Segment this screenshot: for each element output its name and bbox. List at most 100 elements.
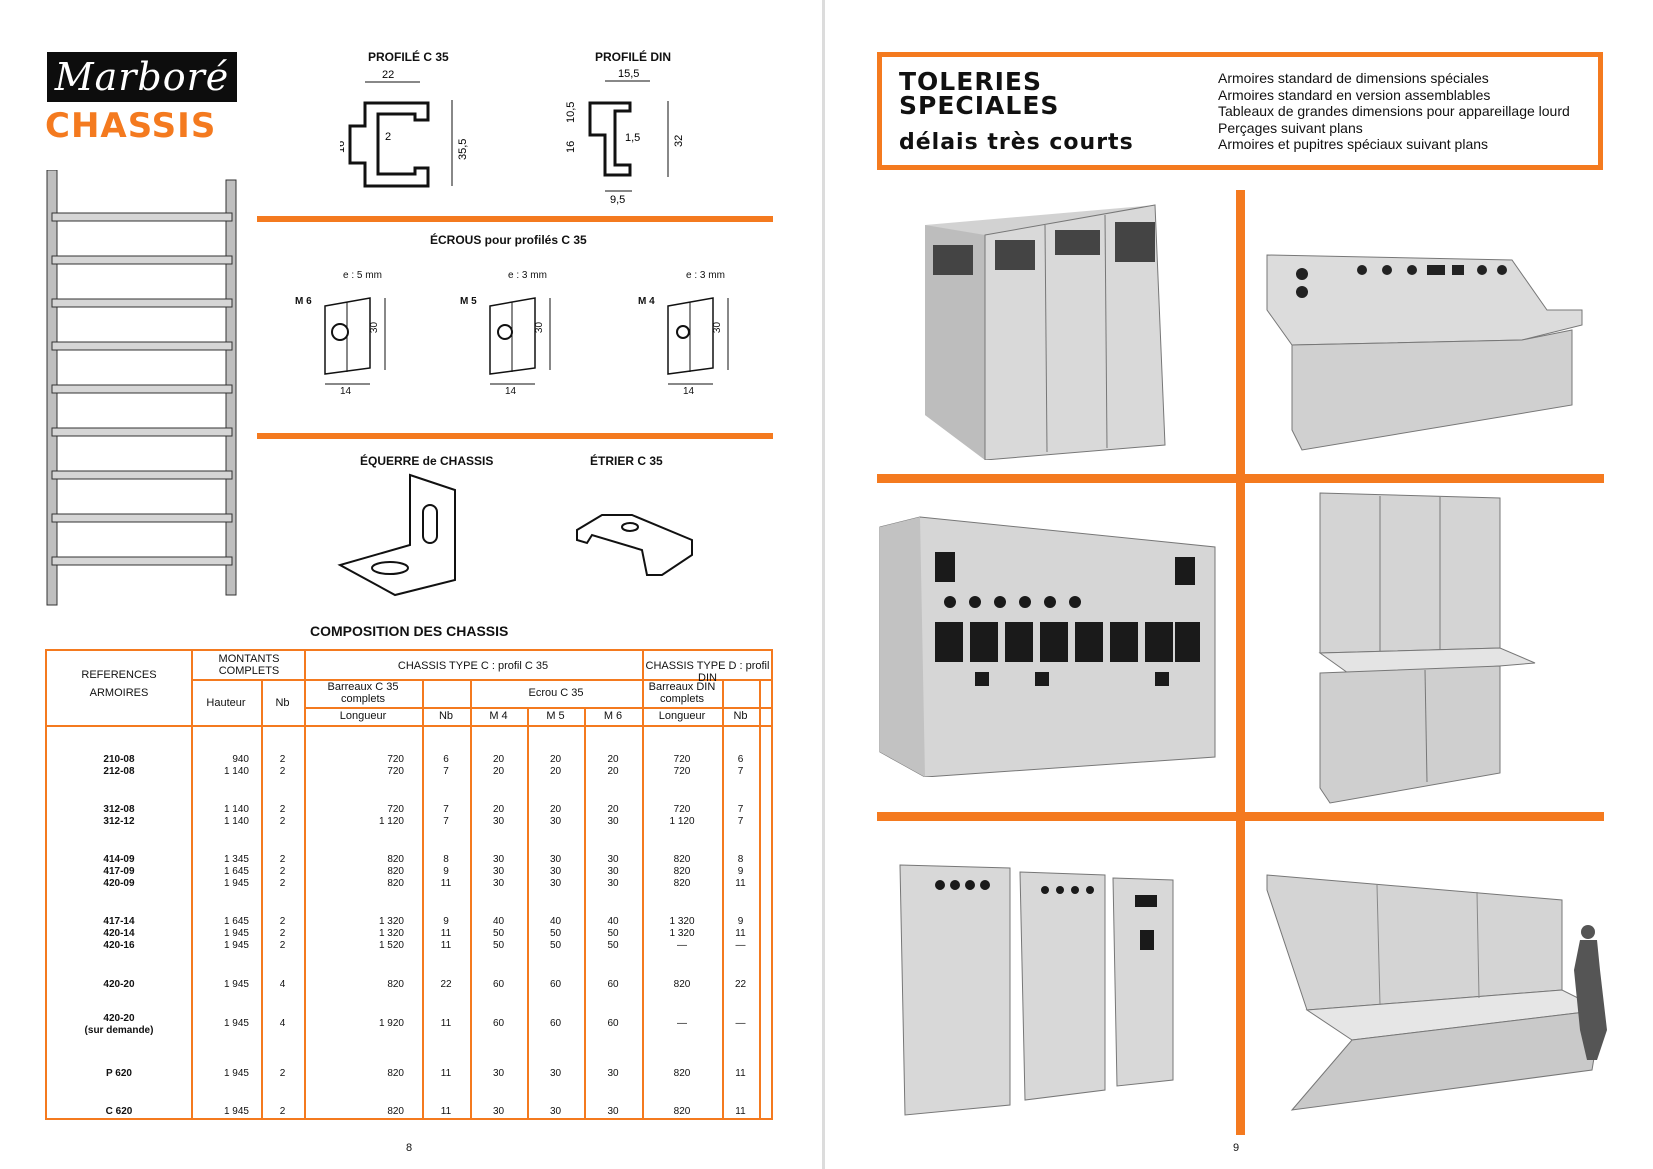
- table-cell: 30: [492, 1106, 505, 1117]
- grid-rule-vertical: [1236, 190, 1245, 1135]
- table-cell: 1 320 1 320 —: [669, 916, 695, 951]
- table-cell-ref: 312-08 312-12: [103, 804, 135, 827]
- header-m5: M 5: [546, 710, 565, 722]
- table-cell: 30: [549, 1068, 562, 1079]
- toleries-header-box: [877, 52, 1603, 170]
- header-hauteur: Hauteur: [206, 697, 246, 709]
- feature-item: Armoires et pupitres spéciaux suivant pl…: [1218, 136, 1489, 152]
- nut-height: 30: [369, 321, 381, 334]
- equerre-label: ÉQUERRE de CHASSIS: [360, 454, 494, 468]
- table-cell: 60: [607, 979, 619, 990]
- table-cell: 2 2: [279, 754, 286, 777]
- desk-cabinet-photo: [1318, 492, 1536, 804]
- table-rule: [191, 679, 773, 681]
- table-cell: 720 720: [387, 754, 404, 777]
- table-cell: —: [677, 1018, 687, 1029]
- brand-logo: Marboré: [47, 52, 237, 102]
- toleries-subtitle: délais très courts: [899, 130, 1134, 155]
- table-cell: 40 50 50: [549, 916, 562, 951]
- table-cell: 11: [735, 1068, 746, 1079]
- header-montants: MONTANTS COMPLETS: [218, 653, 280, 677]
- table-rule: [642, 651, 644, 1120]
- table-cell: 60: [549, 979, 562, 990]
- nut-width: 14: [505, 386, 517, 397]
- table-cell: 9 11 11: [440, 916, 452, 951]
- table-rule: [304, 651, 306, 1120]
- table-cell: 1 345 1 645 1 945: [223, 854, 249, 889]
- page-number: 9: [1233, 1142, 1240, 1154]
- dim-label: 16: [340, 141, 347, 153]
- table-rule: [527, 707, 529, 1120]
- nut-m4-drawing: e : 3 mm M 4 30 14: [638, 270, 738, 400]
- table-cell: 8 9 11: [440, 854, 452, 889]
- title-line: SPECIALES: [899, 91, 1060, 120]
- table-cell: 6 7: [737, 754, 744, 777]
- table-cell: 7 7: [443, 804, 449, 827]
- table-cell: 720 720: [673, 754, 691, 777]
- table-cell: 2 2 2: [279, 854, 286, 889]
- table-cell: 1 945: [223, 979, 249, 990]
- feature-item: Armoires standard en version assemblable…: [1218, 86, 1491, 103]
- nut-size: M 6: [295, 296, 312, 307]
- table-cell-ref: P 620: [106, 1068, 132, 1079]
- header-type-c: CHASSIS TYPE C : profil C 35: [397, 660, 549, 672]
- feature-item: Tableaux de grandes dimensions pour appa…: [1218, 103, 1570, 119]
- page-number: 8: [406, 1142, 413, 1154]
- nut-height: 30: [534, 321, 546, 334]
- table-cell: 60: [607, 1018, 619, 1029]
- dim-label: 32: [673, 135, 685, 147]
- header-nb: Nb: [733, 710, 748, 722]
- table-cell: 60: [492, 979, 505, 990]
- header-barreaux-c35: Barreaux C 35 complets: [327, 681, 399, 705]
- table-cell: 820 820 820: [673, 854, 691, 889]
- table-cell: 4: [279, 979, 286, 990]
- dim-label: 1,5: [625, 132, 640, 144]
- table-rule: [584, 707, 586, 1120]
- header-references: REFERENCES: [81, 669, 157, 681]
- table-cell: 30: [607, 1068, 619, 1079]
- table-cell-ref: C 620: [105, 1106, 133, 1117]
- table-cell: 2: [279, 1106, 286, 1117]
- table-cell: 820: [387, 1106, 404, 1117]
- nut-thickness: e : 3 mm: [508, 270, 547, 281]
- table-cell: 9 11 —: [735, 916, 746, 951]
- header-m6: M 6: [603, 710, 623, 722]
- grid-rule-horizontal: [877, 474, 1604, 483]
- table-cell: 30: [492, 1068, 505, 1079]
- table-cell: 720 1 120: [669, 804, 695, 827]
- console-photo: [1266, 254, 1583, 451]
- profile-c35-label: PROFILÉ C 35: [368, 50, 449, 64]
- nut-thickness: e : 5 mm: [343, 270, 382, 281]
- nut-size: M 4: [638, 296, 655, 307]
- table-cell: 820: [387, 1068, 404, 1079]
- table-cell: 1 320 1 320 1 520: [378, 916, 404, 951]
- header-type-d: CHASSIS TYPE D : profil DIN: [645, 660, 770, 684]
- dim-label: 35,5: [457, 139, 469, 160]
- table-cell: 1 140 1 140: [223, 804, 249, 827]
- table-cell: 30 30 30: [492, 854, 505, 889]
- table-cell-ref: 420-20 (sur demande): [84, 1013, 154, 1036]
- table-cell: 6 7: [443, 754, 449, 777]
- header-nb: Nb: [438, 710, 454, 722]
- panel-photo: [879, 516, 1216, 777]
- dim-label: 9,5: [610, 194, 625, 205]
- header-longueur: Longueur: [658, 710, 706, 722]
- table-cell: 820: [673, 979, 691, 990]
- nut-width: 14: [683, 386, 695, 397]
- table-cell: 60: [549, 1018, 562, 1029]
- dim-label: 22: [382, 69, 394, 81]
- table-cell: 1 920: [378, 1018, 404, 1029]
- table-cell: 7 7: [737, 804, 744, 827]
- table-cell: 30: [549, 1106, 562, 1117]
- header-longueur: Longueur: [339, 710, 387, 722]
- table-cell: 1 945: [223, 1068, 249, 1079]
- table-cell: 40 50 50: [492, 916, 505, 951]
- table-cell: 20 20: [607, 754, 619, 777]
- dim-label: 16: [565, 141, 577, 153]
- nut-m6-drawing: e : 5 mm M 6 30 14: [295, 270, 395, 400]
- table-cell-ref: 417-14 420-14 420-16: [103, 916, 135, 951]
- table-rule: [722, 679, 724, 1120]
- profile-din-drawing: 15,5 10,5 16 1,5 32 9,5: [565, 68, 685, 205]
- header-barreaux-din: Barreaux DIN complets: [648, 681, 716, 705]
- nut-m5-drawing: e : 3 mm M 5 30 14: [460, 270, 560, 400]
